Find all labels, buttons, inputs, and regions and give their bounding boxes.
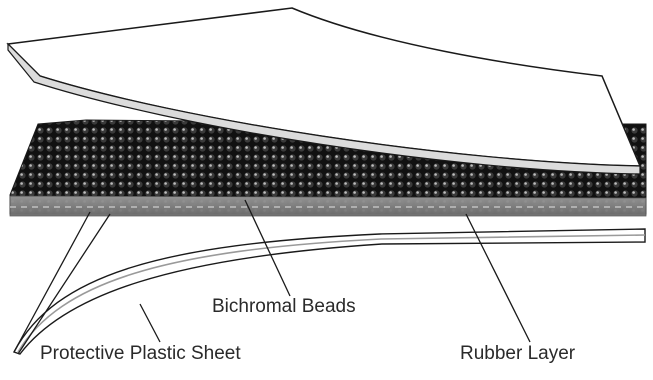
protective-plastic-sheet-label: Protective Plastic Sheet [40, 344, 241, 363]
lower-plastic-sheet [14, 229, 645, 354]
rubber-base-strip [10, 196, 646, 216]
leader-plastic-label [140, 304, 160, 342]
leader-lines [14, 200, 530, 354]
lower-sheet-inner-edge [18, 235, 645, 352]
bichromal-beads-label: Bichromal Beads [212, 297, 356, 316]
leader-plastic-to-upper [14, 212, 90, 352]
lower-sheet-body [14, 229, 645, 354]
rubber-layer-label: Rubber Layer [460, 344, 575, 363]
